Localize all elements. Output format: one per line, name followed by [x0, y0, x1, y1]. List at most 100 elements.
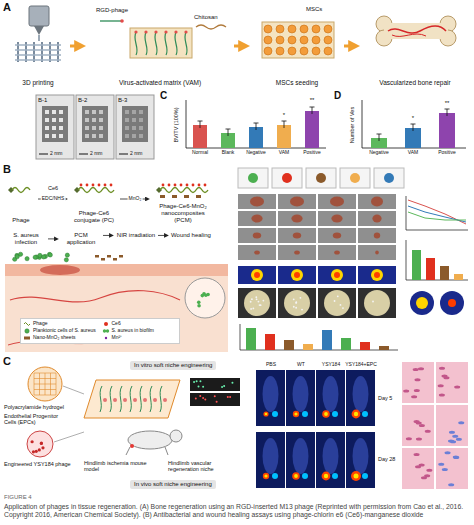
bacterium: [25, 257, 29, 261]
scaffold-pore: [85, 110, 89, 114]
bacterium: [33, 255, 37, 259]
perfusion-image: [346, 370, 375, 426]
ce6-molecule: [162, 184, 165, 187]
node-text: 3D printing: [8, 79, 68, 86]
phage-filament: [160, 386, 162, 412]
perfusion-signal: [264, 474, 267, 477]
blood-vessel: [10, 291, 180, 302]
msc-cell: [300, 36, 308, 44]
axis-title: Number of Ves: [349, 107, 355, 143]
image-label: B-3: [118, 97, 127, 104]
column-label: YSY184+EPC: [345, 362, 377, 368]
edge-label: MnO₂: [128, 196, 143, 202]
colony: [293, 306, 295, 308]
bacterium: [65, 253, 69, 257]
scaffold-pore: [52, 134, 56, 138]
histology-image: [436, 362, 468, 403]
fluorescent-cell: [199, 380, 201, 382]
micro-ct-image: [116, 95, 154, 159]
legend-sample: [24, 323, 30, 326]
axis-tick-label: Negative: [246, 150, 266, 156]
data-line: [408, 200, 466, 224]
wound: [294, 251, 300, 255]
legend-text: Nano-MnO₂ sheets: [33, 335, 76, 341]
fluorescent-cell: [223, 385, 225, 387]
axis-tick-label: Normal: [192, 150, 208, 156]
blood-vessel: [388, 26, 446, 33]
histology-image: [402, 448, 434, 489]
axis-tick-label: Positive: [303, 150, 321, 156]
hydrogel-mesh: [34, 389, 56, 390]
msc-cell: [288, 25, 296, 33]
perfusion-signal: [351, 471, 361, 481]
flow-arrow: [103, 235, 111, 236]
tissue-feature: [406, 437, 412, 440]
legend-text: Ce6: [112, 321, 121, 327]
phage-filament: [175, 32, 177, 55]
node-text: MSCs seeding: [252, 79, 342, 86]
colony: [255, 296, 257, 298]
perfusion-signal: [265, 413, 268, 416]
colony: [250, 308, 252, 310]
fluorescent-cell: [202, 397, 204, 399]
legend-sample: [105, 329, 108, 332]
zoom-circle: [185, 278, 225, 318]
mouse-leg: [165, 447, 168, 455]
chitosan-icon: [196, 25, 226, 29]
colony: [334, 300, 336, 302]
thermal-image: [358, 266, 396, 284]
tissue-feature: [456, 438, 462, 441]
scaffold-pore: [59, 126, 63, 130]
epc-cell: [41, 446, 44, 449]
fluorescent-cell: [204, 398, 206, 400]
phage-filament: [100, 386, 102, 412]
mouse-silhouette: [323, 438, 339, 474]
tissue-feature: [450, 440, 456, 443]
msc-cell: [276, 36, 284, 44]
ischemia-site: [130, 444, 134, 448]
perfusion-signal: [294, 412, 297, 415]
bar: [303, 344, 313, 350]
tissue-feature: [418, 367, 424, 370]
heat-spot: [334, 272, 340, 278]
significance-mark: *: [412, 115, 414, 122]
wound-photo: [318, 245, 356, 260]
colony: [301, 309, 303, 311]
bar: [379, 346, 389, 350]
tissue-feature: [445, 451, 451, 454]
scaffold-scan: [42, 106, 68, 142]
tissue-feature: [441, 375, 447, 378]
column-label: WT: [297, 362, 305, 368]
scaffold-pore: [45, 134, 49, 138]
perfusion-signal: [362, 411, 368, 417]
component-label: MSCs: [306, 6, 322, 13]
error-bar: [379, 134, 380, 141]
heat-map: [416, 297, 428, 309]
row-label: Day 28: [378, 456, 395, 462]
wound: [372, 215, 381, 223]
component-label: Polyacrylamide hydrogel: [4, 404, 84, 410]
mouse-silhouette: [263, 438, 279, 474]
panel-letter: A: [3, 1, 11, 14]
legend-sample: [102, 328, 110, 334]
micrograph: [190, 378, 240, 391]
ce6-molecule: [198, 184, 201, 187]
axis-line: [240, 350, 398, 351]
histology-image: [402, 405, 434, 446]
msc-cell: [276, 47, 284, 55]
colony: [295, 307, 297, 309]
scaffold-pore: [99, 118, 103, 122]
error-bar: [226, 129, 231, 130]
significance-mark: **: [445, 100, 450, 107]
msc-cell: [264, 25, 272, 33]
node-text: Phage-Ce6 conjugate (PC): [70, 210, 118, 224]
scheme-icon: [248, 173, 258, 183]
agar-plate: [324, 290, 350, 316]
rgd-peptide: [184, 30, 187, 33]
scheme-icon: [384, 173, 394, 183]
epc-cell: [103, 398, 107, 402]
node-text: In vivo soft niche engineering: [134, 481, 212, 488]
mouse-silhouette: [353, 376, 369, 412]
legend-item: Ce6: [102, 321, 178, 327]
scaffold-pore: [125, 126, 129, 130]
